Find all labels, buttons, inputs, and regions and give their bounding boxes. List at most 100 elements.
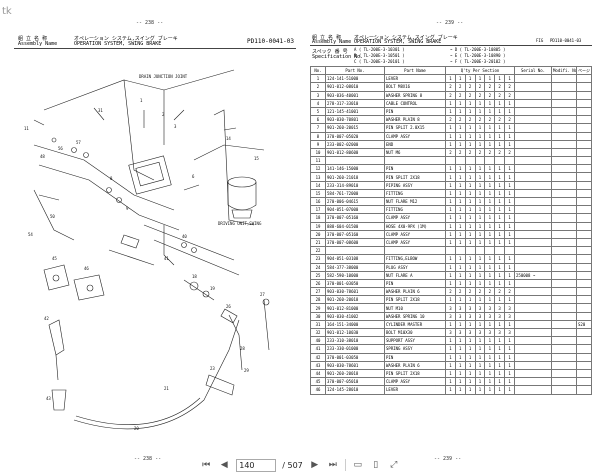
single-page-view-icon[interactable]: ▭ [353,460,362,470]
row-page [576,278,592,289]
row-qty: 1 [464,295,476,305]
two-page-view-icon[interactable]: ▯ [373,460,379,470]
row-page [576,115,592,125]
row-qty [454,156,466,166]
row-qty: 1 [474,164,486,174]
row-part-no: 584-377-38000 [325,262,385,272]
parts-table: No. Part No. Part Name Q'ty Per Section … [310,65,592,395]
row-no: 7 [310,123,326,133]
row-part-name: CLAMP ASSY [384,377,446,387]
row-qty: 1 [454,205,466,215]
row-serial [514,344,552,354]
row-part-no [325,246,385,256]
callout: 15 [254,156,259,161]
row-qty: 1 [484,164,496,174]
last-page-icon[interactable]: ⏭ [328,460,337,470]
row-qty: 1 [474,270,486,280]
row-qty: 1 [504,106,515,117]
row-qty: 1 [494,295,506,305]
row-part-no: 233-314-89010 [325,180,385,190]
page-number-input[interactable] [236,458,277,472]
callout: 8 [110,176,113,181]
row-page [576,327,592,338]
row-qty: 1 [504,278,515,289]
row-qty: 1 [445,344,456,354]
row-part-no: 901-012-81000 [325,303,385,313]
row-page [576,106,592,117]
row-qty: 1 [494,254,506,264]
next-page-icon[interactable]: ▶ [311,460,319,470]
row-qty [464,246,476,256]
spec-line: ~ D ( TL-200E-3-10805 ) [450,47,506,52]
row-qty: 1 [484,205,496,215]
page-total: / 507 [282,460,303,470]
row-serial [514,90,552,100]
row-qty: 1 [464,106,476,117]
row-qty: 1 [454,172,466,182]
row-qty: 1 [504,368,515,379]
row-serial [514,180,552,190]
row-serial [514,377,552,387]
row-modify [551,115,577,125]
row-qty: 2 [464,147,476,158]
row-part-name: CLAMP ASSY [384,213,446,223]
col-modify: Modifi. No. [551,65,577,76]
row-qty: 1 [464,377,476,387]
row-no: 8 [310,131,326,141]
row-part-no: 903-030-78601 [325,360,385,370]
first-page-icon[interactable]: ⏮ [202,460,211,470]
row-modify [551,303,577,313]
row-page [576,196,592,207]
assembly-title-en: Assembly Name [312,39,352,45]
row-qty: 1 [464,164,476,174]
row-qty: 1 [474,237,486,248]
row-qty: 1 [484,74,496,84]
row-part-name: PIN [384,106,446,117]
row-modify [551,229,577,239]
row-qty [494,246,506,256]
row-part-name: PIN SPLIT 2X18 [384,172,446,182]
row-qty: 1 [445,229,456,239]
lever-rod [123,79,155,181]
row-serial [514,311,552,321]
row-qty: 1 [494,319,506,330]
row-no: 43 [310,360,326,370]
row-part-no: 141-146-15000 [325,164,385,174]
row-modify [551,131,577,141]
row-qty: 1 [504,205,515,215]
row-serial [514,221,552,231]
row-part-name: CLAMP ASSY [384,229,446,239]
row-qty: 1 [445,360,456,370]
row-part-name: WASHER PLAIN 6 [384,360,446,370]
row-qty: 1 [484,172,496,182]
col-part-no: Part No. [325,65,385,76]
row-qty: 2 [454,90,466,100]
prev-page-icon[interactable]: ◀ [220,460,228,470]
row-serial [514,147,552,158]
row-no: 24 [310,262,326,272]
row-qty: 3 [474,303,486,313]
row-qty: 3 [484,311,496,321]
row-modify [551,196,577,207]
row-part-name: NUT M6 [384,147,446,158]
row-part-name: PIN [384,352,446,362]
row-qty: 1 [464,352,476,362]
row-qty: 2 [445,287,456,297]
row-qty: 1 [474,385,486,395]
row-part-name: WASHER SPRING 8 [384,90,446,100]
row-part-no: 903-030-41002 [325,311,385,321]
row-page [576,229,592,239]
row-qty: 1 [454,180,466,190]
fullscreen-icon[interactable]: ⤢ [390,460,398,470]
row-no: 29 [310,303,326,313]
row-page [576,377,592,387]
row-qty: 2 [484,82,496,92]
row-qty: 1 [445,221,456,231]
row-part-name: PIPING ASSY [384,180,446,190]
row-qty: 1 [464,98,476,108]
